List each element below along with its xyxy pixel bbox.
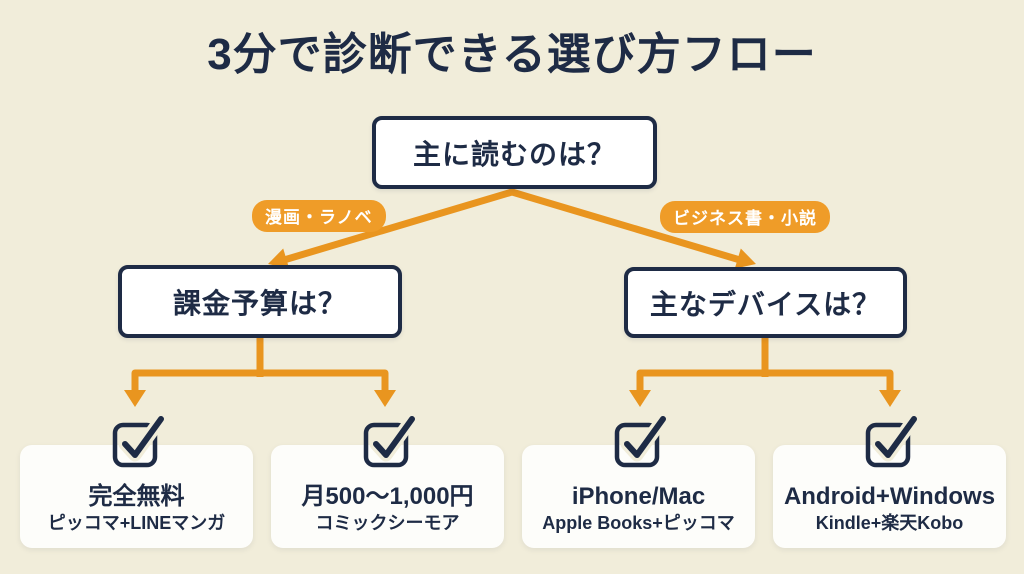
arrowhead-down-4 <box>879 390 901 407</box>
root-question-text: 主に読むのは？ <box>412 138 616 170</box>
result-subtitle: ピッコマ+LINEマンガ <box>47 513 226 533</box>
branch-label-manga: 漫画・ラノベ <box>252 200 386 232</box>
budget-question-box: 課金予算は？ <box>118 265 402 338</box>
checkbox-check-icon <box>614 412 669 468</box>
arrowhead-right-branch <box>734 248 756 269</box>
result-subtitle: Apple Books+ピッコマ <box>542 513 735 533</box>
result-subtitle: コミックシーモア <box>315 513 460 533</box>
arrowhead-down-2 <box>374 390 396 407</box>
device-question-text: 主なデバイスは？ <box>649 288 882 320</box>
result-card-budget: 月500〜1,000円 コミックシーモア <box>271 412 504 548</box>
page-title: 3分で診断できる選び方フロー <box>207 30 817 79</box>
result-card-apple: iPhone/Mac Apple Books+ピッコマ <box>522 412 755 548</box>
device-question-box: 主なデバイスは？ <box>624 267 907 338</box>
budget-question-text: 課金予算は？ <box>172 287 347 319</box>
checkbox-check-icon <box>865 412 920 468</box>
branch-label-business: ビジネス書・小説 <box>660 201 830 233</box>
result-card-free: 完全無料 ピッコマ+LINEマンガ <box>20 412 253 548</box>
checkbox-check-icon <box>112 412 167 468</box>
root-question-box: 主に読むのは？ <box>372 116 657 189</box>
device-t-line <box>636 369 894 392</box>
arrowhead-down-3 <box>629 390 651 407</box>
arrowhead-down-1 <box>124 390 146 407</box>
branch-line-left-right <box>280 188 744 264</box>
result-title: Android+Windows <box>783 483 996 510</box>
result-subtitle: Kindle+楽天Kobo <box>815 513 964 533</box>
budget-t-line <box>131 369 389 392</box>
result-card-android: Android+Windows Kindle+楽天Kobo <box>773 412 1006 548</box>
result-title: 完全無料 <box>88 483 185 510</box>
arrowhead-left-branch <box>268 248 290 269</box>
result-title: iPhone/Mac <box>571 483 706 510</box>
checkbox-check-icon <box>363 412 418 468</box>
result-title: 月500〜1,000円 <box>301 483 474 510</box>
